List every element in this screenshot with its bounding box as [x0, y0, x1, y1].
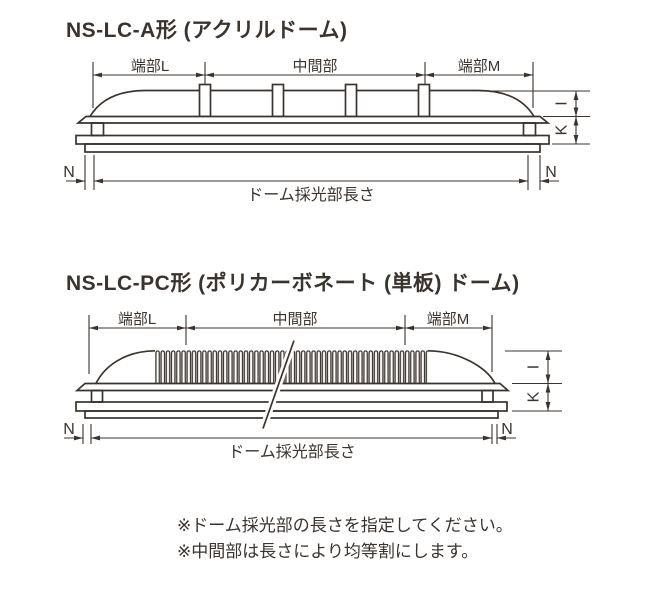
extension-lines	[84, 155, 541, 190]
footnote-equal-division: ※中間部は長さにより均等割にします。	[177, 542, 478, 561]
dome-rib	[344, 83, 358, 118]
curb-posts	[90, 389, 494, 403]
height-i-label: I	[526, 365, 543, 369]
base-frame-plate	[75, 134, 550, 145]
extension-lines	[92, 62, 534, 108]
extension-lines	[505, 350, 562, 412]
curb-posts	[90, 122, 537, 137]
n-right-label: N	[545, 164, 557, 181]
top-dimension: 端部L 中間部 端部M	[88, 311, 493, 374]
end-l-label: 端部L	[118, 311, 156, 328]
diagram-title: NS-LC-A形 (アクリルドーム)	[66, 19, 347, 42]
mounting-flange	[75, 115, 551, 124]
dome-profile	[89, 89, 535, 117]
extension-lines	[88, 315, 493, 374]
length-dimension: N N ドーム採光部長さ	[63, 155, 559, 204]
dome-rib	[417, 83, 431, 118]
base-frame-plate	[75, 401, 508, 412]
n-left-label: N	[63, 421, 75, 438]
end-l-label: 端部L	[131, 58, 169, 75]
end-m-label: 端部M	[458, 58, 501, 75]
extension-lines	[82, 424, 498, 444]
opening-length-label: ドーム採光部長さ	[247, 186, 375, 204]
mounting-flange	[74, 382, 511, 392]
dimension-arrows	[545, 351, 551, 411]
dimension-arrows	[89, 325, 492, 331]
height-dimension: I K	[505, 350, 562, 412]
bottom-frame-plate	[84, 410, 499, 419]
dome-rib	[198, 83, 212, 118]
dome-profile-right	[427, 349, 496, 384]
middle-section-label: 中間部	[272, 311, 317, 328]
extension-lines	[480, 90, 590, 145]
dome-section	[75, 83, 551, 153]
height-i-label: I	[554, 101, 571, 105]
dimension-arrows	[573, 91, 579, 144]
footnote-specify-length: ※ドーム採光部の長さを指定してください。	[177, 516, 513, 535]
depth-k-label: K	[526, 391, 543, 402]
diagram-polycarbonate-dome: NS-LC-PC形 (ポリカーボネート (単板) ドーム) 端部L 中間部 端部…	[63, 271, 562, 461]
middle-section-label: 中間部	[292, 58, 337, 75]
opening-length-label: ドーム採光部長さ	[228, 443, 356, 461]
break-line	[262, 340, 295, 429]
length-dimension: N N ドーム採光部長さ	[63, 421, 516, 461]
dome-rib	[271, 83, 285, 118]
diagram-acrylic-dome: NS-LC-A形 (アクリルドーム) 端部L 中間部 端部M	[63, 19, 590, 204]
bottom-frame-plate	[84, 143, 541, 153]
n-left-label: N	[63, 164, 75, 181]
n-right-label: N	[501, 421, 513, 438]
depth-k-label: K	[554, 124, 571, 135]
dome-section	[74, 339, 511, 430]
dome-profile-left	[95, 349, 156, 384]
diagram-title: NS-LC-PC形 (ポリカーボネート (単板) ドーム)	[66, 271, 520, 295]
footnotes: ※ドーム採光部の長さを指定してください。 ※中間部は長さにより均等割にします。	[177, 516, 513, 561]
top-dimension: 端部L 中間部 端部M	[92, 58, 534, 108]
end-m-label: 端部M	[427, 311, 470, 328]
height-dimension: I K	[480, 90, 590, 145]
